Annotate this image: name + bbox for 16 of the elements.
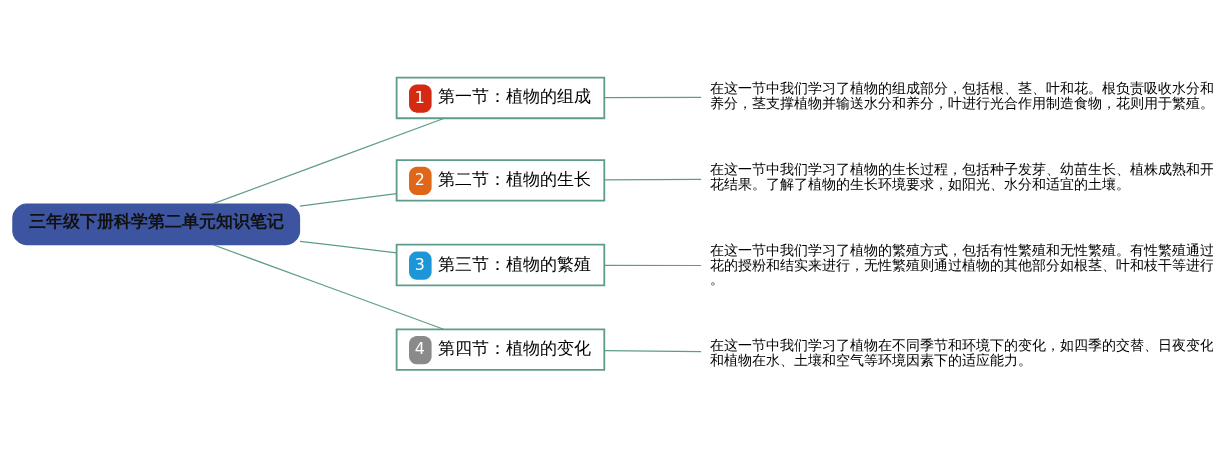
connector — [212, 243, 445, 330]
node-box: 2 第二节：植物的生长 — [395, 158, 606, 202]
connector — [212, 117, 445, 205]
connector — [299, 240, 398, 253]
node-text: 在这一节中我们学习了植物的组成部分，包括根、茎、叶和花。根负责吸收水分和养分，茎支撑植物并输送水分和养分，叶进行光合作用制造食物，花则用于繁殖。 — [710, 79, 1215, 111]
node-text: 在这一节中我们学习了植物的生长过程，包括种子发芽、幼苗生长、植株成熟和开花结果。了解了植物的生长环境要求，如阳光、水分和适宜的土壤。 — [710, 160, 1215, 192]
node-text: 在这一节中我们学习了植物的繁殖方式，包括有性繁殖和无性繁殖。有性繁殖通过花的授粉和结实来进行，无性繁殖则通过植物的其他部分如根茎、叶和枝干等进行。 — [710, 241, 1215, 287]
connector — [603, 349, 702, 352]
connector — [299, 192, 398, 207]
connector — [603, 96, 702, 98]
node-box: 三年级下册科学第二单元知识笔记 — [12, 203, 301, 245]
node-box: 1 第一节：植物的组成 — [395, 76, 606, 119]
node-box: 3 第三节：植物的繁殖 — [395, 243, 606, 286]
connector — [603, 264, 702, 266]
node-box: 4 第四节：植物的变化 — [395, 327, 606, 371]
connector — [603, 178, 702, 180]
